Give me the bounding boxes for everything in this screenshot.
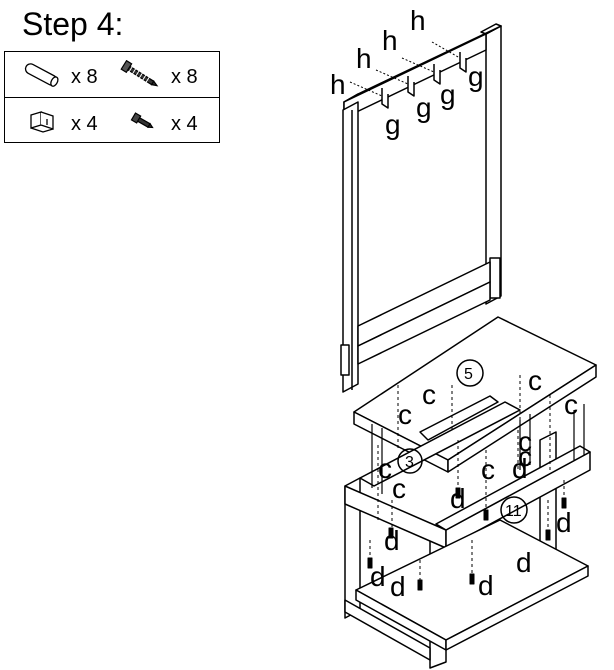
left-side-rail	[359, 401, 521, 487]
label-c-8: c	[481, 454, 495, 485]
label-d-1: d	[450, 483, 466, 514]
label-d-7: d	[370, 561, 386, 592]
label-c-5: c	[518, 426, 532, 457]
label-g-1: g	[385, 109, 401, 140]
label-g-2: g	[416, 92, 432, 123]
long-screw-quantity: x 8	[171, 66, 198, 88]
label-d-5: d	[516, 547, 532, 578]
label-c-3: c	[528, 365, 542, 396]
label-d-6: d	[478, 570, 494, 601]
left-rear-post	[342, 101, 359, 393]
step-title: Step 4:	[22, 6, 124, 42]
parts-list: x 8 x 8 x 4 x 4	[4, 51, 220, 143]
label-d-2: d	[512, 453, 528, 484]
label-h-2: h	[356, 43, 372, 74]
label-d-4: d	[556, 507, 572, 538]
panel-3-label: 3	[405, 454, 414, 471]
panel-5-marker	[456, 359, 484, 387]
label-h-1: h	[330, 69, 346, 100]
panel-5-label: 5	[464, 366, 473, 383]
short-screw-quantity: x 4	[171, 113, 198, 135]
label-c-4: c	[564, 389, 578, 420]
parts-divider	[5, 97, 219, 98]
hook-quantity: x 4	[71, 113, 98, 135]
label-h-3: h	[382, 25, 398, 56]
short-screw-icon	[130, 112, 154, 129]
label-h-4: h	[410, 5, 426, 36]
label-c-6: c	[378, 453, 392, 484]
dowel-quantity: x 8	[71, 66, 98, 88]
label-c-9: c	[518, 441, 532, 472]
label-d-8: d	[390, 571, 406, 602]
label-g-4: g	[468, 61, 484, 92]
label-c-2: c	[422, 379, 436, 410]
wooden-dowel-icon	[24, 63, 59, 87]
panel-11-label: 11	[505, 503, 522, 520]
label-c-1: c	[398, 399, 412, 430]
label-d-3: d	[384, 525, 400, 556]
hook-icon	[30, 111, 54, 133]
label-c-7: c	[392, 473, 406, 504]
panel-3-marker	[397, 448, 423, 474]
long-screw-icon	[120, 60, 159, 87]
panel-11-marker	[500, 496, 528, 524]
label-g-3: g	[440, 79, 456, 110]
